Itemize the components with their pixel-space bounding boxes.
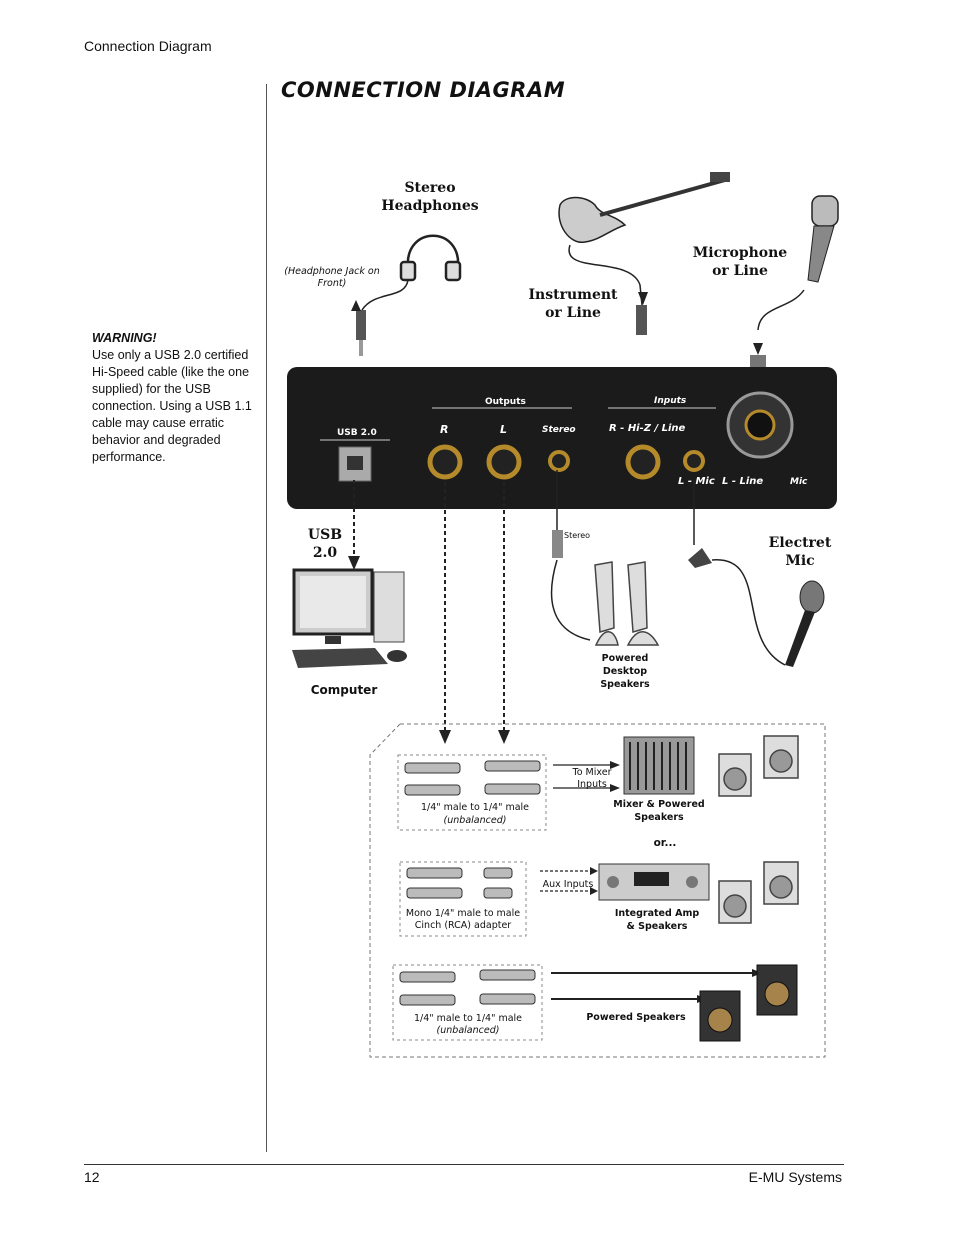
cable3-label: 1/4" male to 1/4" male	[413, 1013, 523, 1024]
desktop-speakers-icon	[594, 561, 660, 646]
page-title: CONNECTION DIAGRAM	[281, 78, 566, 102]
cable-box-2	[399, 861, 527, 937]
electret-mic-icon	[785, 580, 825, 667]
warning-note: WARNING! Use only a USB 2.0 certified Hi…	[92, 330, 258, 466]
speaker-cabinets	[718, 735, 799, 924]
stereo-plug-label: Stereo	[564, 531, 591, 540]
instrument-cable	[568, 244, 643, 306]
warning-body: Use only a USB 2.0 certified Hi-Speed ca…	[92, 348, 252, 464]
headphone-note: (Headphone Jack on Front)	[284, 266, 380, 289]
panel-stereo-label: Stereo	[542, 425, 576, 435]
headphones-icon	[399, 234, 462, 282]
mic-cable	[757, 289, 805, 331]
microphone-label: Microphone or Line	[692, 245, 788, 279]
usb-label: USB 2.0	[307, 527, 343, 561]
cable-box-3	[392, 964, 543, 1041]
panel-inputs-label: Inputs	[654, 396, 687, 406]
electret-mic-label: Electret Mic	[768, 535, 832, 569]
or-label: or...	[653, 837, 677, 849]
amp-label: Integrated Amp & Speakers	[614, 908, 700, 932]
cable1-sub: (unbalanced)	[443, 815, 507, 826]
page-number: 12	[84, 1169, 100, 1185]
headphone-cable	[361, 279, 409, 311]
warning-title: WARNING!	[92, 331, 157, 345]
aux-inputs-label: Aux Inputs	[542, 879, 594, 890]
options-region	[369, 723, 826, 1058]
to-mixer-label: To Mixer Inputs	[572, 767, 612, 790]
output-jacks	[427, 444, 570, 480]
cable2-label: Mono 1/4" male to male Cinch (RCA) adapt…	[405, 908, 521, 931]
studio-monitors	[699, 964, 798, 1042]
footer-rule	[84, 1164, 844, 1165]
desktop-speakers-label: Powered Desktop Speakers	[600, 653, 650, 690]
input-jacks	[625, 444, 705, 480]
margin-rule	[266, 84, 267, 1152]
panel-l-line-label: L - Line	[722, 476, 764, 487]
cable3-sub: (unbalanced)	[436, 1025, 500, 1036]
panel-l-label: L	[500, 423, 508, 436]
cable-box-1	[397, 754, 547, 831]
instrument-label: Instrument or Line	[528, 287, 618, 321]
powered-speakers-label: Powered Speakers	[586, 1012, 686, 1023]
instrument-plug	[636, 305, 647, 335]
bass-guitar-icon	[558, 172, 730, 243]
computer-icon	[292, 568, 407, 668]
panel-l-mic-label: L - Mic	[678, 476, 715, 487]
panel-usb-label: USB 2.0	[337, 428, 377, 438]
cable1-label: 1/4" male to 1/4" male	[420, 802, 530, 813]
panel-r-hiz-label: R - Hi-Z / Line	[609, 423, 686, 434]
cable-drawings	[399, 760, 541, 1006]
headphones-label: Stereo Headphones	[381, 180, 479, 214]
headphone-plug	[356, 310, 366, 340]
footer-company: E-MU Systems	[748, 1169, 842, 1185]
panel-mic-label: Mic	[790, 477, 808, 487]
mixer-label: Mixer & Powered Speakers	[613, 799, 705, 823]
running-header: Connection Diagram	[84, 38, 212, 54]
interface-panel	[287, 367, 837, 509]
panel-outputs-label: Outputs	[485, 397, 526, 407]
amplifier-icon	[598, 863, 710, 901]
microphone-icon	[807, 195, 839, 283]
mixer-icon	[623, 736, 695, 795]
computer-label: Computer	[310, 683, 378, 697]
panel-r-label: R	[440, 423, 449, 436]
